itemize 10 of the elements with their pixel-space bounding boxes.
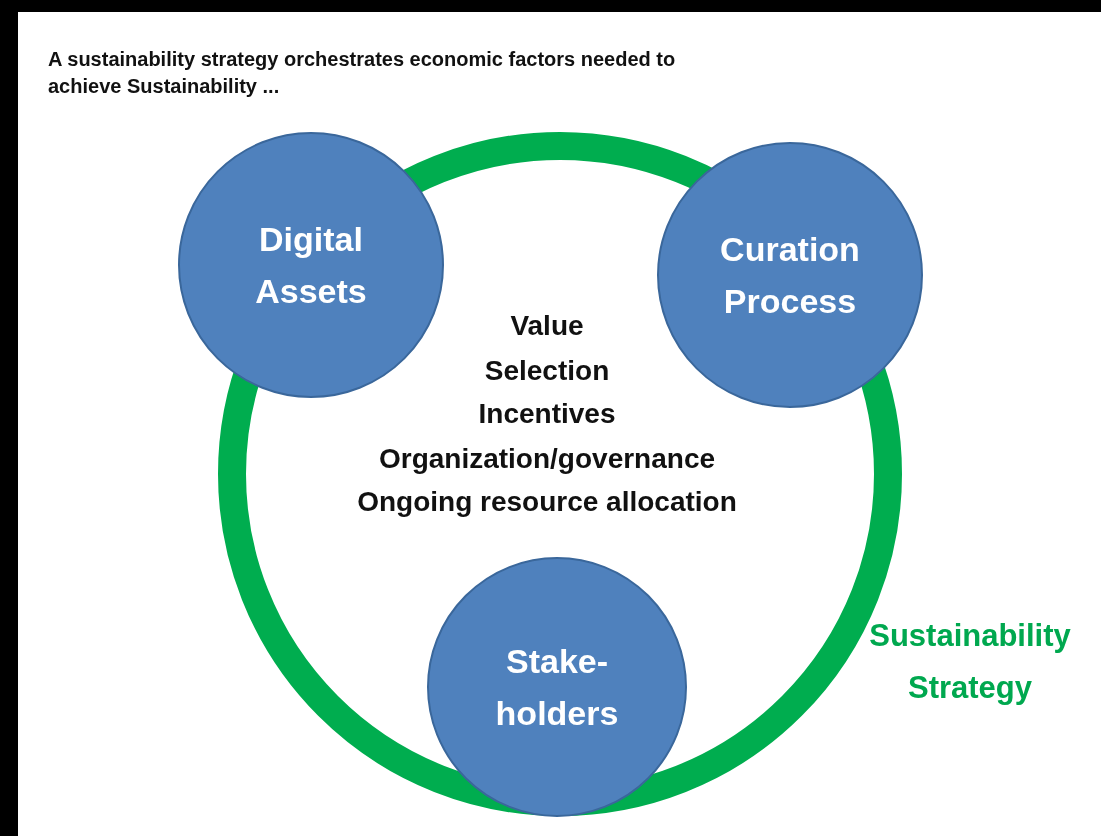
circle-node: Curation Process [657, 142, 923, 408]
factor-text: Value [510, 310, 584, 342]
ring-label: Sustainability Strategy [868, 617, 1072, 707]
factor-text: Incentives [478, 398, 616, 430]
heading: A sustainability strategy orchestrates economic factors needed to achieve Sustainability ... [48, 47, 677, 99]
circle-node: Stake- holders [427, 557, 687, 817]
circle-node: Digital Assets [178, 132, 444, 398]
factor-text: Selection [484, 355, 610, 387]
factor-text: Organization/governance [378, 443, 716, 475]
factor-text: Ongoing resource allocation [357, 486, 737, 518]
